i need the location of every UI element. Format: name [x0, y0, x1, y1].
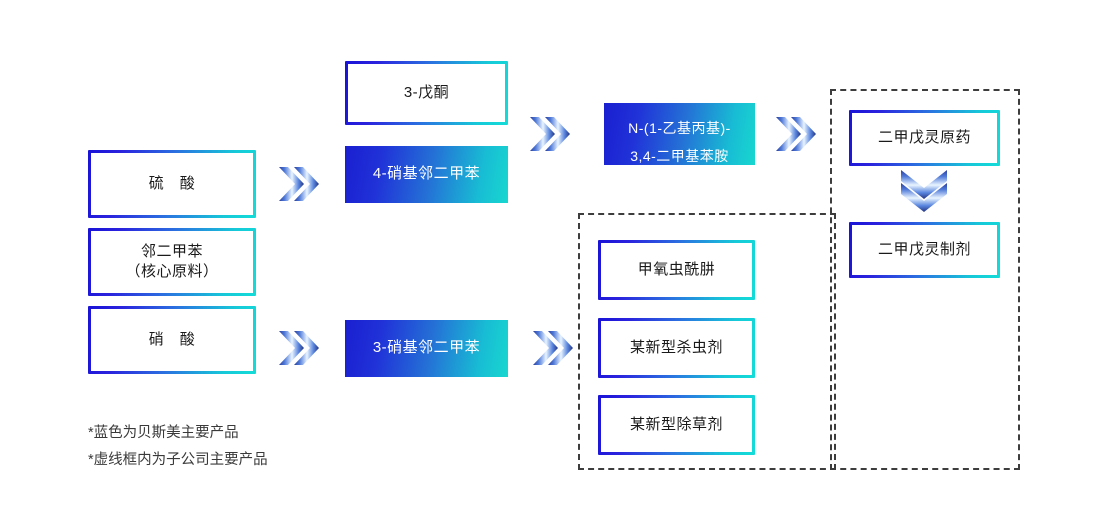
footnote-2: *虚线框内为子公司主要产品 — [88, 451, 268, 468]
node-4-nitro-o-xylene-label: 4-硝基邻二甲苯 — [372, 165, 481, 183]
node-nitric-acid-label: 硝 酸 — [148, 330, 196, 348]
node-4-nitro-o-xylene[interactable]: 4-硝基邻二甲苯 — [345, 146, 508, 203]
node-amine-label-line2: 3,4-二甲基苯胺 — [630, 147, 729, 164]
node-pendimethalin-formulation-label: 二甲戊灵制剂 — [877, 240, 971, 258]
node-pendimethalin-formulation[interactable]: 二甲戊灵制剂 — [849, 222, 1000, 278]
node-3-pentanone[interactable]: 3-戊酮 — [345, 61, 508, 125]
node-nitric-acid[interactable]: 硝 酸 — [88, 306, 256, 374]
node-pendimethalin-technical[interactable]: 二甲戊灵原药 — [849, 110, 1000, 166]
node-new-insecticide-label: 某新型杀虫剂 — [629, 338, 723, 356]
node-sulfuric-acid[interactable]: 硫 酸 — [88, 150, 256, 218]
node-o-xylene[interactable]: 邻二甲苯 （核心原料） — [88, 228, 256, 296]
node-3-nitro-o-xylene[interactable]: 3-硝基邻二甲苯 — [345, 320, 508, 377]
footnote-1: *蓝色为贝斯美主要产品 — [88, 425, 239, 441]
node-3-nitro-o-xylene-label: 3-硝基邻二甲苯 — [372, 339, 481, 357]
node-methoxyfenozide-label: 甲氧虫酰肼 — [637, 260, 716, 278]
node-o-xylene-label-line1: 邻二甲苯 — [140, 242, 203, 260]
node-methoxyfenozide[interactable]: 甲氧虫酰肼 — [598, 240, 755, 300]
subsidiary-products-frame-right — [830, 89, 1020, 470]
arrow-nitric-to-nitro3-icon — [277, 325, 323, 371]
subsidiary-products-frame-left — [578, 213, 836, 470]
node-new-herbicide-label: 某新型除草剂 — [629, 415, 723, 433]
node-o-xylene-label-line2: （核心原料） — [125, 263, 219, 280]
node-new-herbicide[interactable]: 某新型除草剂 — [598, 395, 755, 455]
node-ethylpropyl-dimethylaniline[interactable]: N-(1-乙基丙基)- 3,4-二甲基苯胺 — [604, 103, 755, 165]
arrow-nitro3-to-products-icon — [531, 325, 577, 371]
node-sulfuric-acid-label: 硫 酸 — [148, 174, 196, 192]
node-new-insecticide[interactable]: 某新型杀虫剂 — [598, 318, 755, 378]
node-3-pentanone-label: 3-戊酮 — [403, 83, 450, 101]
arrow-amine-to-pendimethalin-tech-icon — [774, 111, 820, 157]
node-pendimethalin-technical-label: 二甲戊灵原药 — [877, 128, 971, 146]
arrow-sulfuric-to-nitro4-icon — [277, 161, 323, 207]
footnotes: *蓝色为贝斯美主要产品 *虚线框内为子公司主要产品 — [88, 420, 268, 474]
node-amine-label-line1: N-(1-乙基丙基)- — [628, 120, 731, 136]
arrow-nitro4-to-amine-icon — [528, 111, 574, 157]
arrow-tech-to-formulation-icon — [895, 168, 953, 214]
